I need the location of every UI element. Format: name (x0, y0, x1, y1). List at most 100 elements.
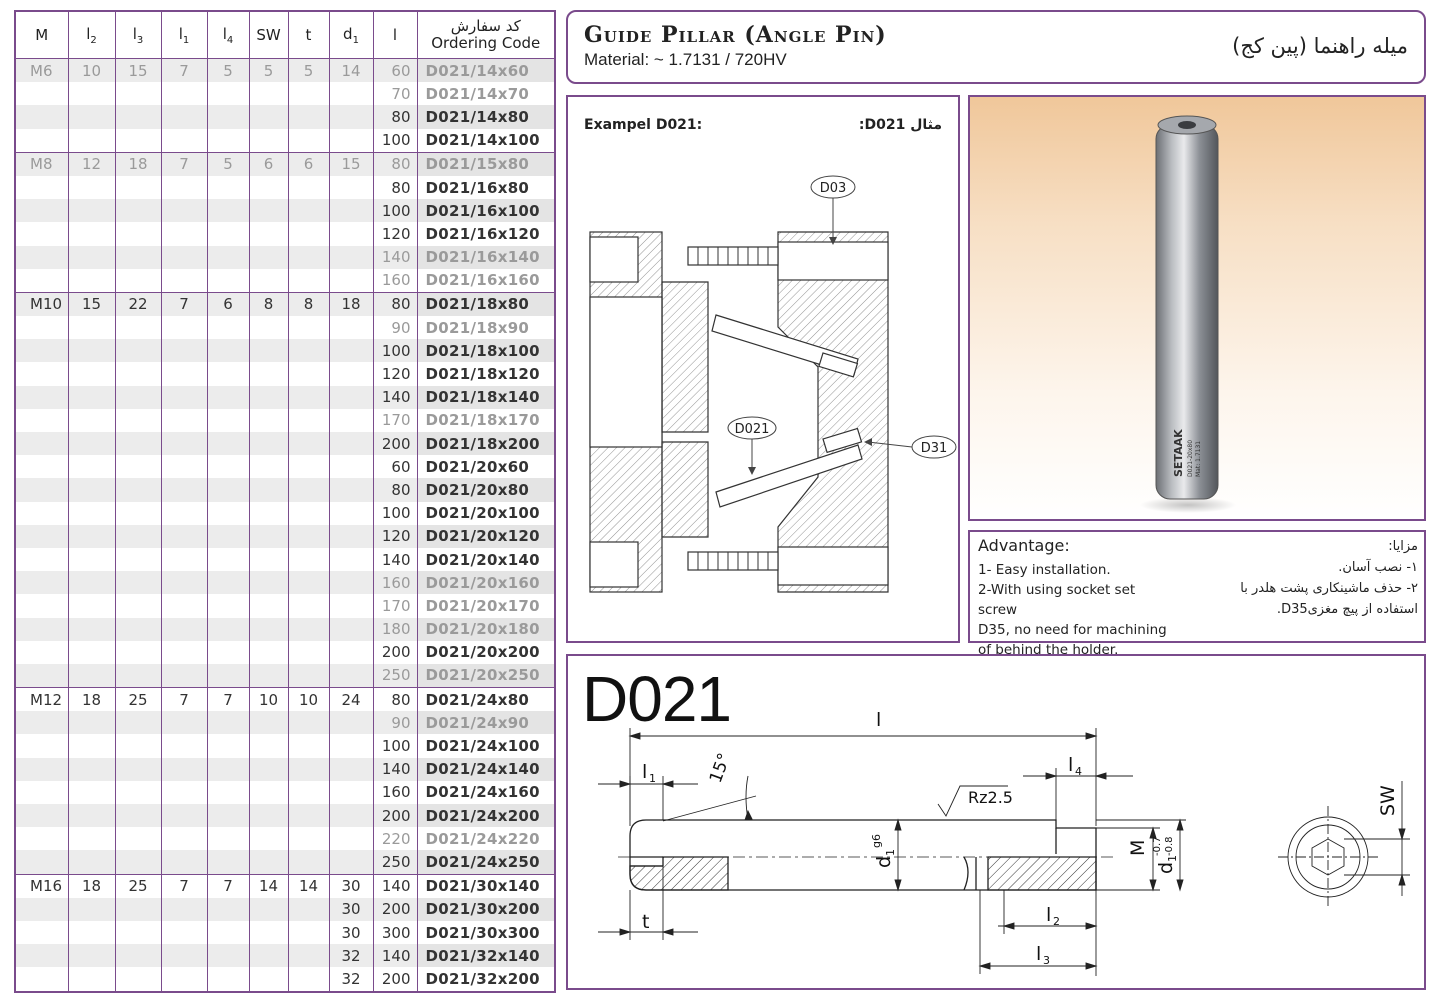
cell-l2 (67, 175, 115, 200)
cell-sw (248, 640, 288, 664)
cell-t (287, 268, 329, 293)
cell-l4 (206, 105, 249, 129)
cell-l2 (67, 547, 115, 572)
cell-d1 (328, 827, 373, 851)
cell-l: 120 (372, 222, 417, 246)
cell-l1 (160, 757, 207, 781)
cell-ordering-code: D021/16x100 (416, 199, 554, 223)
cell-ordering-code: D021/20x60 (416, 455, 554, 479)
cell-l3 (114, 850, 161, 875)
cell-d1 (328, 268, 373, 293)
cell-l3 (114, 245, 161, 269)
cell-m (16, 82, 68, 105)
cell-sw (248, 268, 288, 293)
cell-m (16, 897, 68, 921)
cell-sw: 8 (248, 291, 288, 317)
cell-m (16, 734, 68, 757)
cell-m (16, 827, 68, 850)
cell-sw (248, 245, 288, 269)
cell-l: 200 (372, 897, 417, 921)
svg-text:M: M (1127, 840, 1149, 856)
cell-t (287, 617, 329, 641)
drawing-code: D021 (582, 663, 732, 735)
cell-d1 (328, 594, 373, 618)
cell-ordering-code: D021/18x140 (416, 385, 554, 409)
cell-m (16, 548, 68, 571)
cell-l1: 7 (160, 687, 207, 712)
cell-m (16, 944, 68, 968)
cell-l4 (206, 245, 249, 269)
col-t: t (287, 12, 329, 59)
cell-d1 (328, 547, 373, 572)
cell-sw (248, 408, 288, 432)
cell-d1 (328, 432, 373, 456)
cell-sw (248, 432, 288, 456)
cell-l3 (114, 780, 161, 804)
cell-t (287, 804, 329, 828)
svg-text:d: d (873, 856, 895, 868)
svg-text:g6: g6 (870, 834, 883, 848)
cell-l1: 7 (160, 151, 207, 176)
cell-l3 (114, 385, 161, 409)
cell-l4: 5 (206, 151, 249, 176)
cell-l: 80 (372, 105, 417, 129)
cell-d1 (328, 128, 373, 153)
svg-text:l: l (1036, 943, 1041, 965)
cell-t: 10 (287, 687, 329, 712)
cell-l3 (114, 222, 161, 246)
cell-l: 160 (372, 571, 417, 595)
cell-t: 8 (287, 291, 329, 317)
cell-m (16, 339, 68, 363)
svg-text:d: d (1155, 862, 1177, 874)
svg-text:D021: D021 (735, 422, 770, 437)
col-l4: l4 (206, 12, 249, 59)
cell-l1 (160, 920, 207, 945)
cell-l1 (160, 316, 207, 340)
cell-m (16, 711, 68, 735)
cell-l2: 10 (67, 58, 115, 83)
cell-l2 (67, 408, 115, 432)
example-label: Exampel D021: (584, 117, 703, 133)
cell-l4 (206, 850, 249, 875)
cell-sw (248, 105, 288, 129)
cell-sw (248, 734, 288, 758)
cell-ordering-code: D021/20x120 (416, 524, 554, 548)
cell-d1 (328, 339, 373, 363)
cell-l: 70 (372, 82, 417, 106)
cell-sw (248, 316, 288, 340)
cell-l2 (67, 897, 115, 921)
cell-l2 (67, 222, 115, 246)
cell-l: 200 (372, 432, 417, 456)
cell-l1 (160, 640, 207, 664)
svg-text:3: 3 (1043, 954, 1050, 967)
cell-l4 (206, 362, 249, 386)
cell-d1 (328, 408, 373, 432)
cell-l1 (160, 897, 207, 921)
cell-l2 (67, 850, 115, 875)
cell-l: 80 (372, 478, 417, 502)
cell-l4 (206, 199, 249, 223)
cell-l3 (114, 316, 161, 340)
cell-sw (248, 617, 288, 641)
cell-l4: 7 (206, 873, 249, 898)
cell-l1: 7 (160, 291, 207, 317)
cell-l4 (206, 524, 249, 548)
cell-l: 60 (372, 58, 417, 83)
cell-d1 (328, 82, 373, 106)
cell-l: 200 (372, 804, 417, 828)
cell-t (287, 640, 329, 664)
cell-d1: 32 (328, 944, 373, 968)
cell-l4 (206, 128, 249, 153)
cell-l: 90 (372, 711, 417, 735)
cell-l4 (206, 711, 249, 735)
